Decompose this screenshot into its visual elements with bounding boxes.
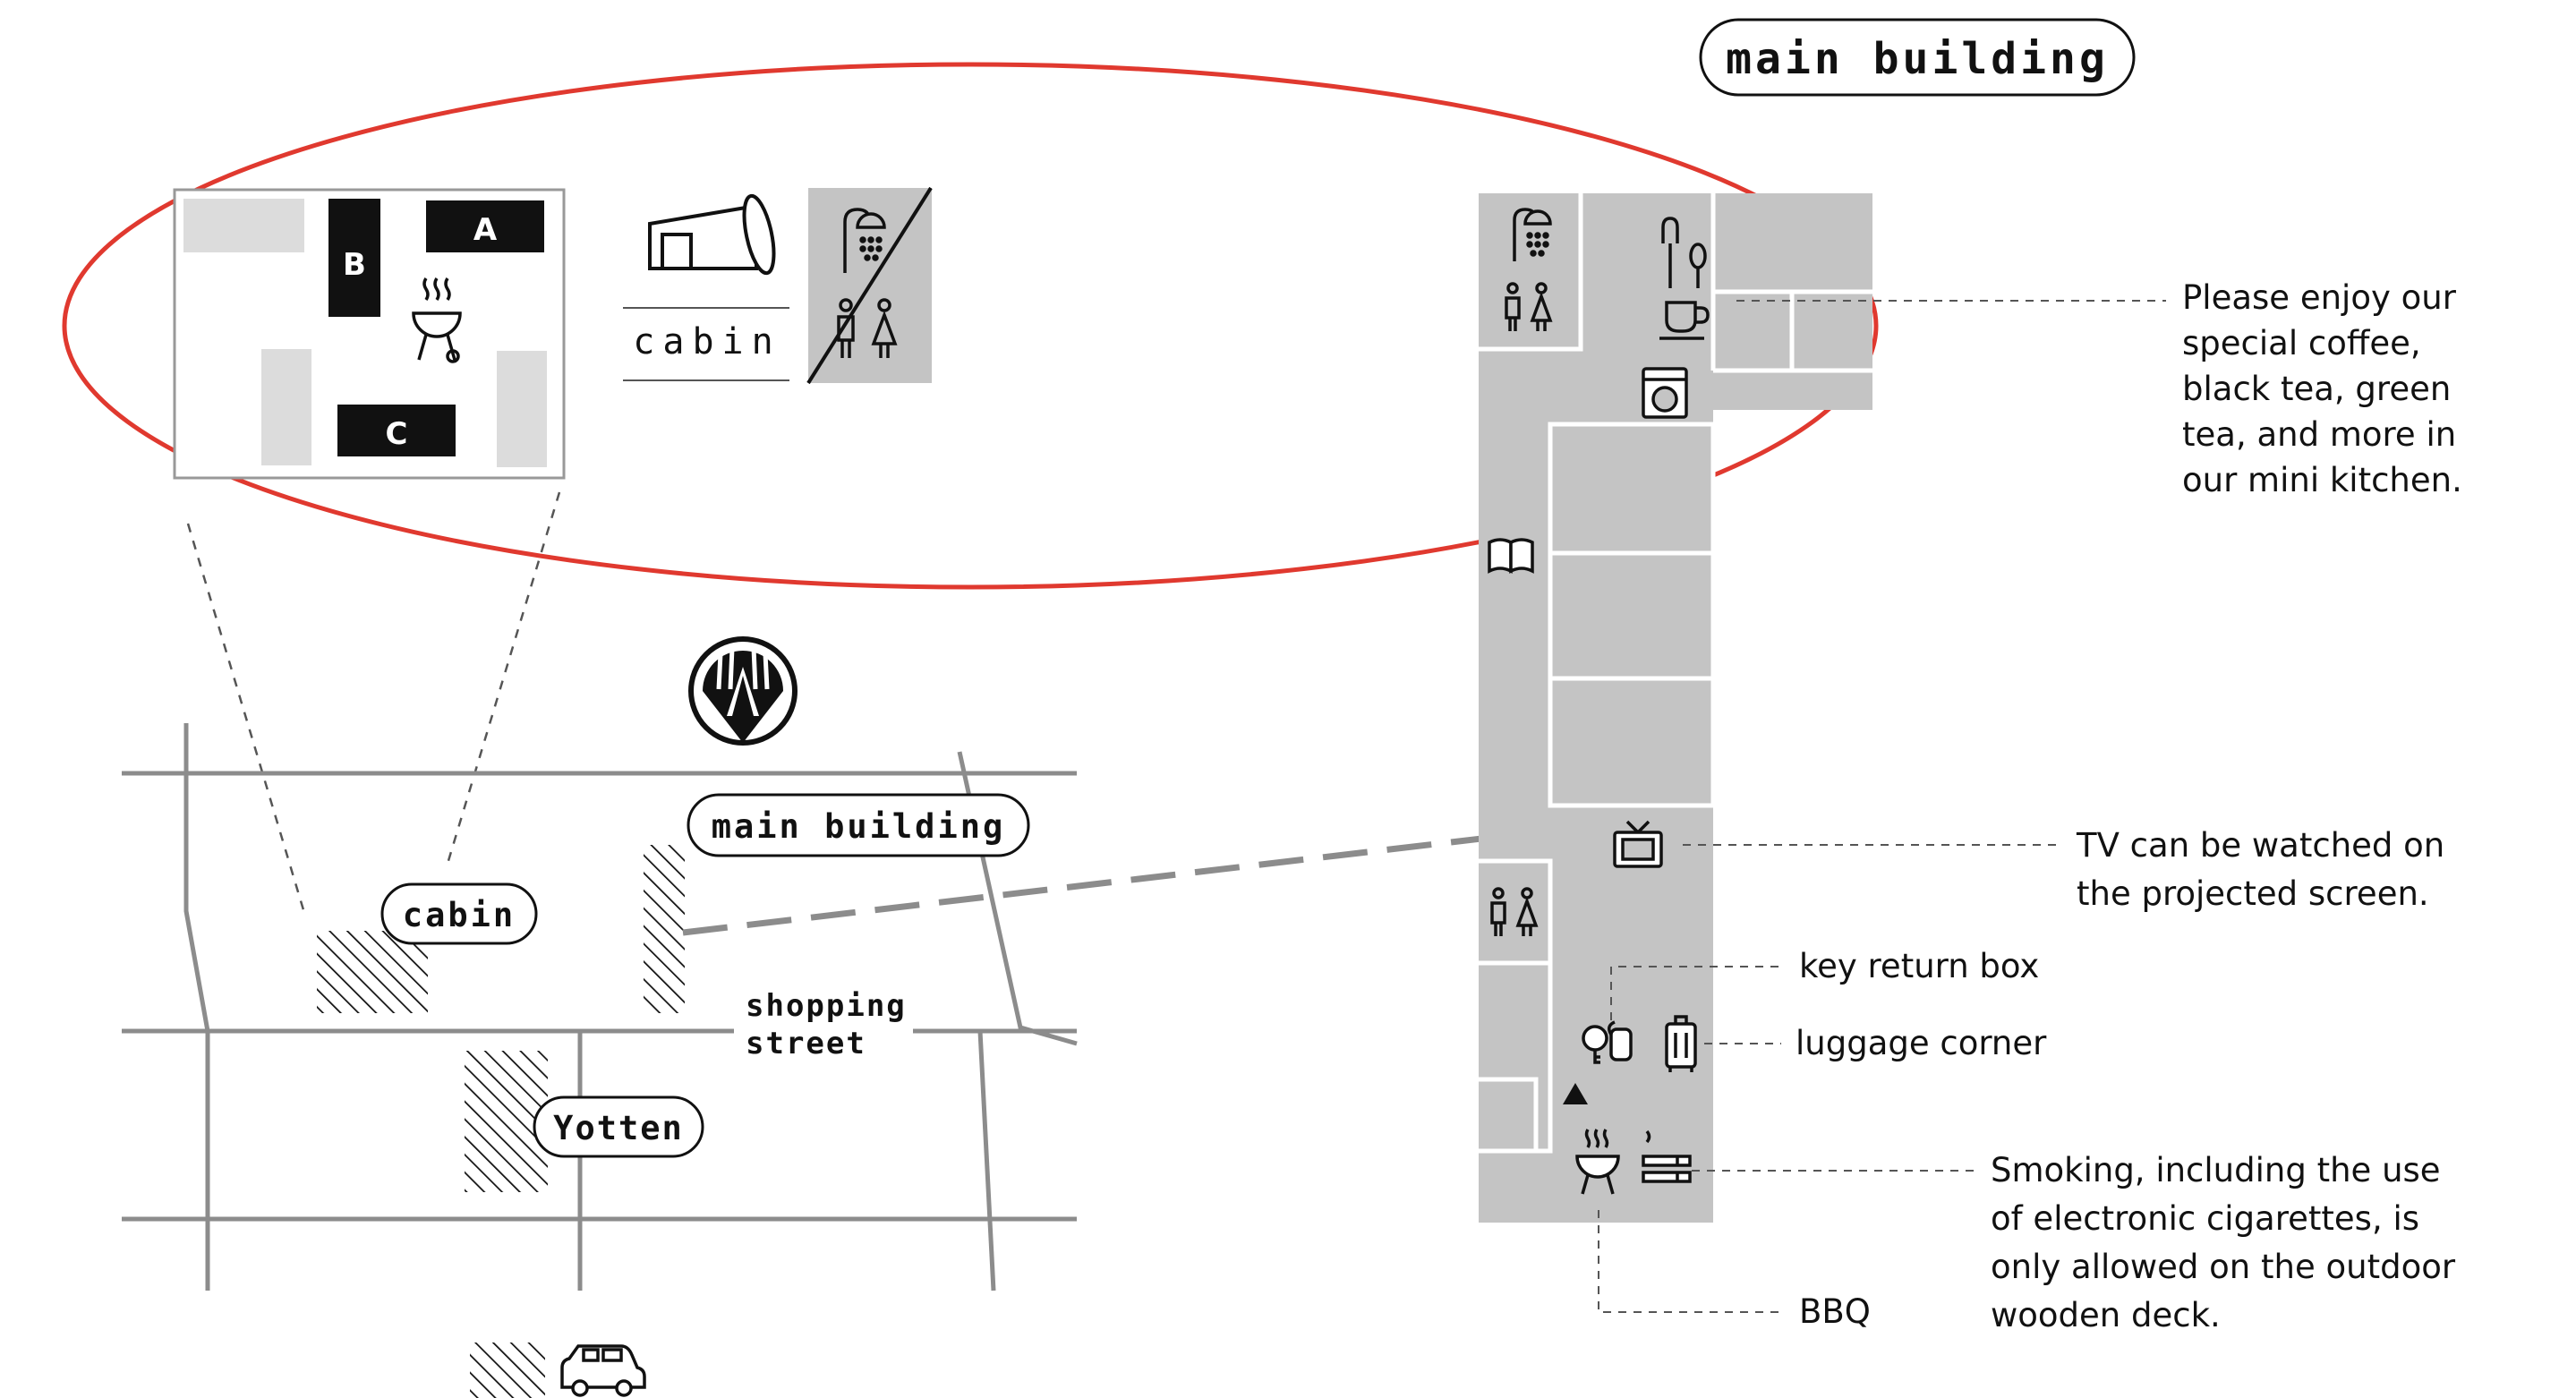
floorplan-title-text: main building <box>1726 34 2109 84</box>
kitchen-note-line2: special coffee, <box>2182 324 2421 362</box>
main-building-map-label-text: main building <box>712 807 1006 846</box>
cabin-b: B <box>328 199 380 317</box>
kitchen-note-line3: black tea, green <box>2182 370 2451 408</box>
forest-tree-logo-icon <box>688 636 798 746</box>
smoking-note-line4: wooden deck. <box>1991 1296 2221 1334</box>
zoom-connector-left <box>186 523 306 914</box>
zoom-cabin-label: cabin <box>633 321 780 362</box>
floorplan-connector <box>682 835 1482 936</box>
tv-icon <box>1613 820 1663 868</box>
toilet-icon <box>1505 282 1553 331</box>
parking-hatch <box>470 1343 545 1398</box>
zoom-connector-right <box>446 491 561 865</box>
tv-note-line2: the projected screen. <box>2077 874 2429 913</box>
callout-lines <box>1598 300 2166 1313</box>
main-building-map-label: main building <box>687 793 1030 857</box>
tv-note-line1: TV can be watched on <box>2076 826 2444 865</box>
kitchen-note-line1: Please enjoy our <box>2182 278 2457 317</box>
yotten-map-label: Yotten <box>533 1095 704 1158</box>
cabin-a-label: A <box>473 212 498 248</box>
kitchen-note: Please enjoy our special coffee, black t… <box>2182 278 2462 499</box>
zoom-ellipse <box>62 62 1879 590</box>
shopping-street-label-line2: street <box>746 1026 866 1061</box>
key-return-note: key return box <box>1799 947 2039 985</box>
cabin-map-label: cabin <box>380 882 538 945</box>
bbq-note: BBQ <box>1799 1292 1871 1331</box>
tv-note: TV can be watched on the projected scree… <box>2076 826 2444 913</box>
cabin-c-label: C <box>386 416 408 452</box>
cabin-b-label: B <box>343 247 366 283</box>
smoking-note-line2: of electronic cigarettes, is <box>1991 1199 2419 1238</box>
washing-machine-icon <box>1642 367 1688 419</box>
shower-icon <box>1513 208 1552 261</box>
cabin-site-layout: A B C <box>173 188 566 480</box>
toilet-icon <box>1490 887 1539 936</box>
smoking-note-line1: Smoking, including the use <box>1991 1151 2441 1189</box>
bbq-grill-icon <box>1575 1129 1620 1195</box>
area-map: main building cabin Yotten shopping stre… <box>122 636 1482 1398</box>
cabin-map-label-text: cabin <box>403 896 516 934</box>
shopping-street-label-line1: shopping <box>746 988 907 1024</box>
smoking-note-line3: only allowed on the outdoor <box>1991 1248 2456 1286</box>
book-icon <box>1488 538 1534 574</box>
room-walls <box>1479 193 1872 1154</box>
bbq-grill-icon <box>412 277 462 363</box>
yotten-map-label-text: Yotten <box>553 1109 684 1147</box>
cigarette-icon <box>1642 1129 1692 1183</box>
key-icon <box>1582 1020 1633 1064</box>
kitchen-note-line4: tea, and more in <box>2182 415 2456 454</box>
kitchen-note-line5: our mini kitchen. <box>2182 461 2462 499</box>
luggage-icon <box>1665 1015 1697 1072</box>
no-facilities-box <box>806 186 933 385</box>
cabin-c: C <box>337 405 456 456</box>
kitchen-utensils-icon <box>1661 217 1707 288</box>
coffee-cup-icon <box>1659 301 1710 340</box>
zoom-callout: A B C <box>62 62 1879 914</box>
floorplan-title: main building <box>1699 18 2136 97</box>
main-building-hatch <box>644 845 685 1013</box>
entrance-arrow-icon <box>1563 1083 1588 1104</box>
floor-plan: main building <box>1479 18 2462 1334</box>
cabin-a: A <box>426 200 544 252</box>
car-icon <box>560 1344 646 1397</box>
luggage-note: luggage corner <box>1796 1024 2047 1062</box>
cabin-icon <box>648 193 776 276</box>
smoking-note: Smoking, including the use of electronic… <box>1991 1151 2456 1334</box>
shower-icon <box>843 208 886 273</box>
